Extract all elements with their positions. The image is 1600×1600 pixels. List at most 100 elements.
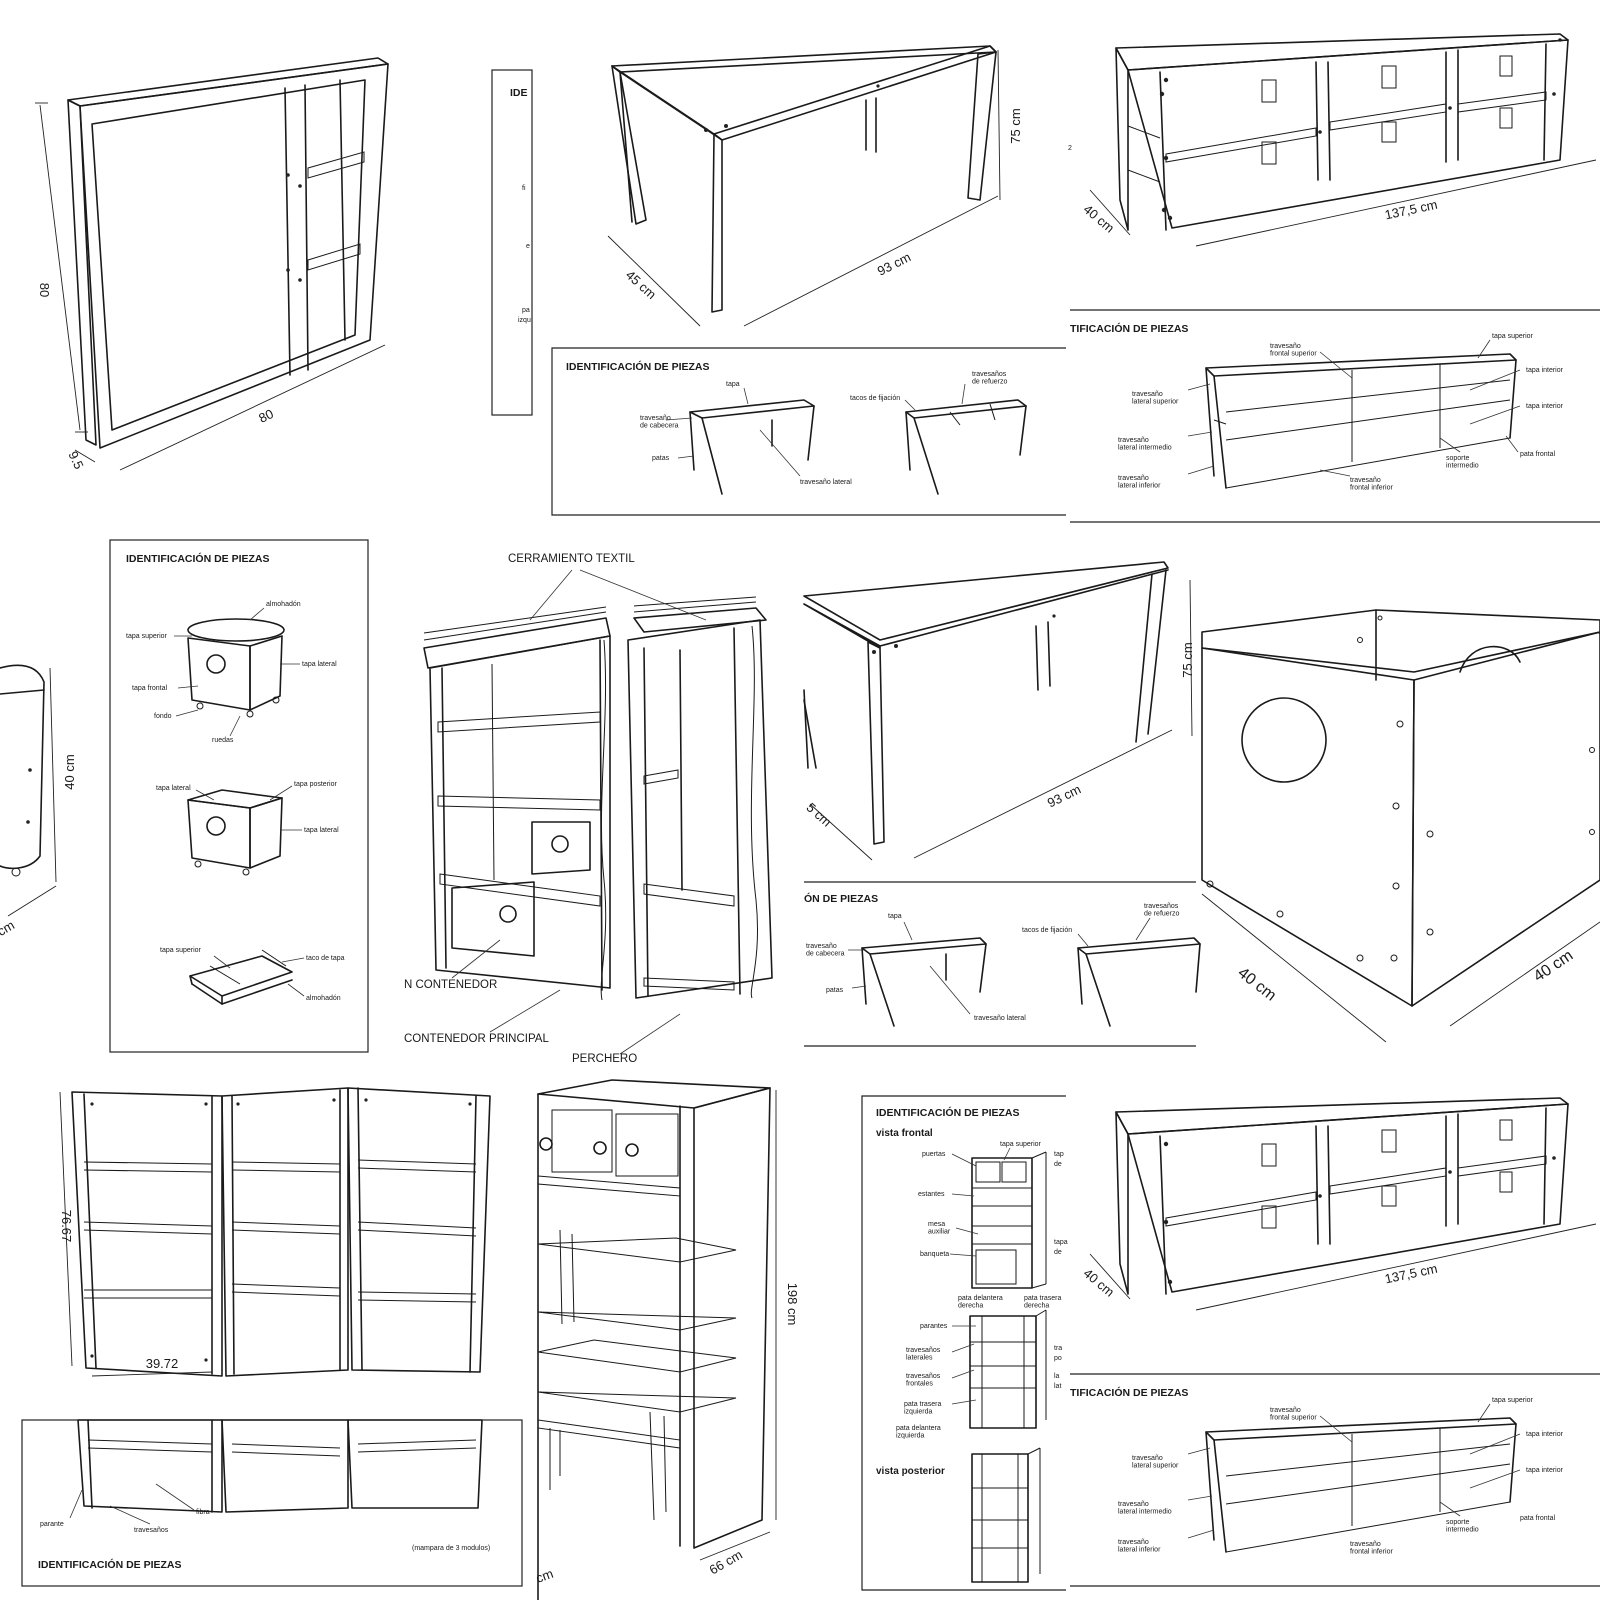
box-label-top2: tapa superior bbox=[160, 947, 202, 954]
unit-label-shelves: estantes bbox=[918, 1191, 945, 1198]
desk2-label-top: tapa bbox=[888, 913, 902, 920]
box-label-cushion2: almohadón bbox=[306, 995, 341, 1002]
screen-drawing: 76.67 39.72 bbox=[59, 1087, 491, 1377]
wardrobe-label-hanger: PERCHERO bbox=[572, 1053, 637, 1065]
large-box-drawing: 40 cm 40 cm bbox=[1201, 609, 1600, 1043]
box-label-top: tapa superior bbox=[126, 633, 168, 640]
box-height-label: 40 cm bbox=[62, 754, 77, 789]
cut-text: la bbox=[1054, 1373, 1060, 1380]
desk2-label-fixing: tacos de fijación bbox=[1022, 927, 1072, 934]
desk-width-label: 93 cm bbox=[875, 249, 913, 278]
cut-text: cm bbox=[0, 917, 17, 939]
box-mini-3 bbox=[189, 949, 293, 1005]
box-label-side: tapa lateral bbox=[302, 661, 337, 668]
cut-text: izqu bbox=[518, 317, 531, 324]
cut-text: 2 bbox=[1068, 145, 1072, 152]
shelf-width-label: 137,5 cm bbox=[1383, 197, 1438, 223]
unit-label-posts: parantes bbox=[920, 1323, 948, 1330]
desk2-width-label: 93 cm bbox=[1045, 781, 1083, 810]
cut-text: e bbox=[526, 243, 530, 250]
cabinet-depth-label: 66 cm bbox=[707, 1547, 745, 1578]
shelf2-width-label: 137,5 cm bbox=[1383, 1261, 1438, 1287]
cut-text: tap bbox=[1054, 1151, 1064, 1158]
frame-depth-label: 9.5 bbox=[65, 449, 86, 472]
cut-text: de bbox=[1054, 1249, 1062, 1256]
box-cut-drawing: 40 cm cm bbox=[0, 664, 77, 939]
desk-label-legs: patas bbox=[652, 455, 670, 462]
cut-panel-a: IDE fi e pa izqu bbox=[491, 69, 533, 416]
wardrobe-label-container: N CONTENEDOR bbox=[404, 979, 497, 991]
shelf-panel-title: TIFICACIÓN DE PIEZAS bbox=[1070, 322, 1188, 335]
shelf-label-inner-top-2: tapa interior bbox=[1526, 403, 1564, 410]
shelf2-depth-label: 40 cm bbox=[1081, 1265, 1118, 1299]
unit-label-bench: banqueta bbox=[920, 1251, 949, 1258]
desk-label-top: tapa bbox=[726, 381, 740, 388]
desk-height-label: 75 cm bbox=[1008, 108, 1023, 143]
unit-parts-panel: IDENTIFICACIÓN DE PIEZAS vista frontal p… bbox=[861, 1095, 1068, 1591]
screen-height-label: 76.67 bbox=[59, 1210, 74, 1243]
unit-label-top: tapa superior bbox=[1000, 1141, 1042, 1148]
wardrobe-label-main: CONTENEDOR PRINCIPAL bbox=[404, 1033, 549, 1045]
unit-mini-back bbox=[971, 1447, 1041, 1583]
cabinet-drawing: 198 cm 66 cm cm bbox=[534, 1079, 800, 1600]
box-mini-2 bbox=[187, 789, 283, 876]
screen-label-post: parante bbox=[40, 1521, 64, 1528]
shelf2-label-front-leg: pata frontal bbox=[1520, 1515, 1555, 1522]
large-box-width-b: 40 cm bbox=[1531, 947, 1577, 985]
frame-width-label: 80 bbox=[256, 406, 276, 426]
cut-text: po bbox=[1054, 1355, 1062, 1362]
screen-label-note: (mampara de 3 modulos) bbox=[412, 1545, 490, 1552]
wardrobe-label-textile: CERRAMIENTO TEXTIL bbox=[508, 553, 635, 565]
desk-panel-title: IDENTIFICACIÓN DE PIEZAS bbox=[566, 360, 710, 373]
screen-panel-title: IDENTIFICACIÓN DE PIEZAS bbox=[38, 1558, 182, 1571]
desk-drawing: 45 cm 93 cm 75 cm bbox=[607, 45, 1023, 327]
cut-text: fi bbox=[522, 185, 526, 192]
shelf2-drawing: 40 cm 137,5 cm bbox=[1081, 1097, 1597, 1311]
frame-drawing: 80 80 9.5 bbox=[35, 57, 389, 472]
desk-depth-label: 45 cm bbox=[623, 267, 659, 302]
desk2-drawing: 5 cm 93 cm 75 cm bbox=[803, 561, 1195, 861]
screen-width-label: 39.72 bbox=[146, 1356, 179, 1371]
shelf-depth-label: 40 cm bbox=[1081, 201, 1118, 235]
desk2-depth-label: 5 cm bbox=[804, 800, 835, 830]
unit-panel-title: IDENTIFICACIÓN DE PIEZAS bbox=[876, 1106, 1020, 1119]
shelf2-mini bbox=[1205, 1417, 1517, 1553]
cut-text: de bbox=[1054, 1161, 1062, 1168]
cut-text: pa bbox=[522, 307, 530, 314]
screen-label-fiber: fibra bbox=[196, 1509, 210, 1516]
unit-back-view-title: vista posterior bbox=[876, 1466, 945, 1477]
box-label-bottom: fondo bbox=[154, 713, 172, 720]
unit-mini-structure bbox=[969, 1309, 1047, 1429]
shelf2-label-top: tapa superior bbox=[1492, 1397, 1534, 1404]
cut-text: cm bbox=[534, 1566, 555, 1586]
cut-text: tra bbox=[1054, 1345, 1062, 1352]
screen-parts-panel: parante travesaños fibra (mampara de 3 m… bbox=[21, 1419, 523, 1587]
desk2-panel-title: ÓN DE PIEZAS bbox=[804, 892, 878, 905]
cut-text: tapa bbox=[1054, 1239, 1068, 1246]
box-label-side3: tapa lateral bbox=[304, 827, 339, 834]
shelf-label-inner-top-1: tapa interior bbox=[1526, 367, 1564, 374]
desk-label-side-rail: travesaño lateral bbox=[800, 479, 852, 486]
cut-panel-title: IDE bbox=[510, 87, 528, 99]
shelf-label-front-leg: pata frontal bbox=[1520, 451, 1555, 458]
unit-front-view-title: vista frontal bbox=[876, 1128, 933, 1139]
box-panel-title: IDENTIFICACIÓN DE PIEZAS bbox=[126, 552, 270, 565]
shelf2-panel-title: TIFICACIÓN DE PIEZAS bbox=[1070, 1386, 1188, 1399]
